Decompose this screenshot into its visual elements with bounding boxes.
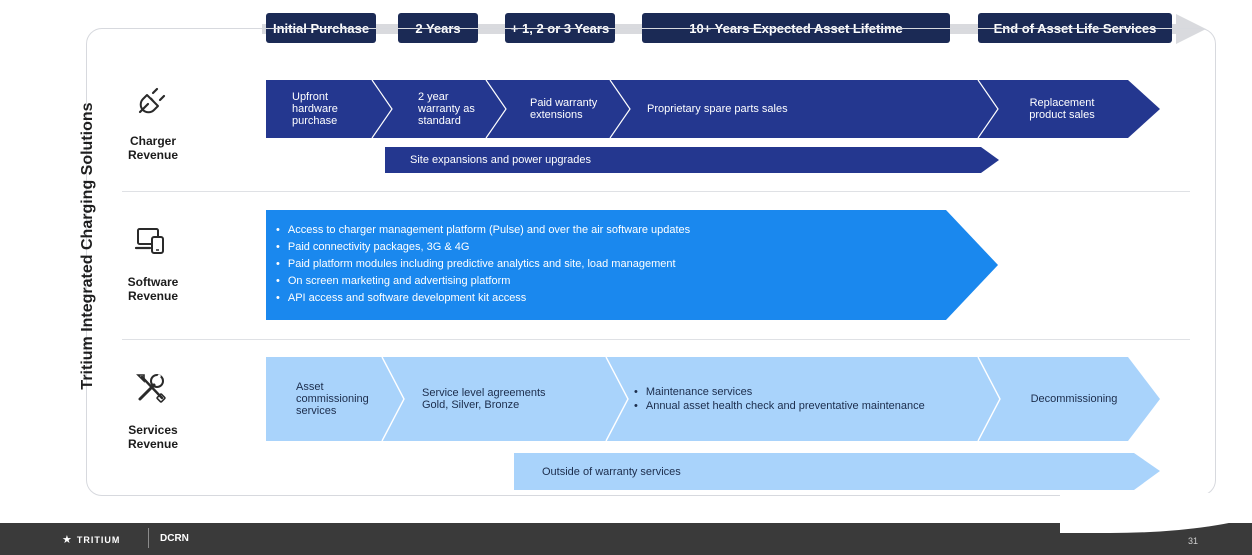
bullet-item: Paid platform modules including predicti… — [276, 256, 926, 273]
bullet-item: Maintenance services — [634, 385, 925, 399]
segment-label: Asset commissioning services — [296, 381, 369, 417]
tritium-logo-icon: ★ — [62, 534, 73, 546]
label-line: Revenue — [127, 437, 179, 451]
outside-warranty-ribbon — [514, 453, 1160, 490]
site-expansion-ribbon — [385, 147, 999, 173]
row-divider — [122, 339, 1190, 340]
dcrn-logo-text: DCRN — [160, 533, 189, 544]
software-bullet-list: Access to charger management platform (P… — [276, 222, 926, 307]
charger-seg-spare-parts — [610, 80, 998, 138]
outside-warranty-label-wrap: Outside of warranty services — [542, 453, 942, 490]
services-seg-decommissioning — [978, 357, 1160, 441]
segment-label: Replacement product sales — [1029, 97, 1095, 121]
services-ribbon-labels: Asset commissioning services Service lev… — [266, 357, 1166, 441]
side-title-text: Tritium Integrated Charging Solutions — [79, 102, 96, 390]
page-number: 31 — [1188, 536, 1199, 546]
footer-separator — [148, 528, 149, 548]
bullet-item: Access to charger management platform (P… — [276, 222, 926, 239]
label-line: Software — [127, 275, 179, 289]
charger-seg-extensions — [486, 80, 630, 138]
bullet-item: API access and software development kit … — [276, 290, 926, 307]
content-frame — [86, 28, 1216, 496]
software-bullets-wrap: Access to charger management platform (P… — [276, 222, 926, 307]
segment-label: 2 year warranty as standard — [418, 91, 475, 127]
charger-seg-upfront — [266, 80, 392, 138]
tritium-logo-text: TRITIUM — [76, 535, 121, 545]
label-line: Charger — [129, 134, 176, 148]
site-expansion-label: Site expansions and power upgrades — [410, 154, 592, 166]
tools-icon — [131, 371, 171, 411]
dcrn-logo: DCRN — [160, 533, 189, 544]
charger-revenue-label: Charger Revenue — [113, 134, 193, 162]
label-line: Revenue — [127, 289, 179, 303]
row-divider — [122, 191, 1190, 192]
site-expansion-label-wrap: Site expansions and power upgrades — [410, 147, 810, 173]
software-revenue-label: Software Revenue — [113, 275, 193, 303]
segment-label: Paid warranty extensions — [530, 97, 598, 121]
segment-label: Proprietary spare parts sales — [647, 103, 788, 115]
label-line: Services — [128, 423, 178, 437]
devices-icon — [131, 226, 171, 262]
bullet-item: On screen marketing and advertising plat… — [276, 273, 926, 290]
services-revenue-label: Services Revenue — [113, 423, 193, 451]
charger-ribbon — [266, 79, 1160, 139]
segment-label: Service level agreements Gold, Silver, B… — [422, 387, 546, 411]
charger-seg-warranty — [372, 80, 506, 138]
charger-ribbon-labels: Upfront hardware purchase 2 year warrant… — [266, 80, 1166, 138]
outside-warranty-label: Outside of warranty services — [542, 465, 681, 478]
services-seg-commissioning — [266, 357, 404, 441]
segment-label: Upfront hardware purchase — [292, 91, 338, 127]
tritium-logo: ★TRITIUM — [62, 533, 120, 546]
maintenance-bullet-list: Maintenance services Annual asset health… — [634, 385, 925, 413]
bullet-item: Annual asset health check and preventati… — [634, 399, 925, 413]
segment-label: Decommissioning — [1030, 393, 1118, 405]
charger-seg-replacement — [978, 80, 1160, 138]
plug-icon — [133, 86, 173, 122]
footer-bar — [0, 523, 1252, 555]
bullet-item: Paid connectivity packages, 3G & 4G — [276, 239, 926, 256]
services-seg-sla — [382, 357, 628, 441]
label-line: Revenue — [127, 148, 179, 162]
